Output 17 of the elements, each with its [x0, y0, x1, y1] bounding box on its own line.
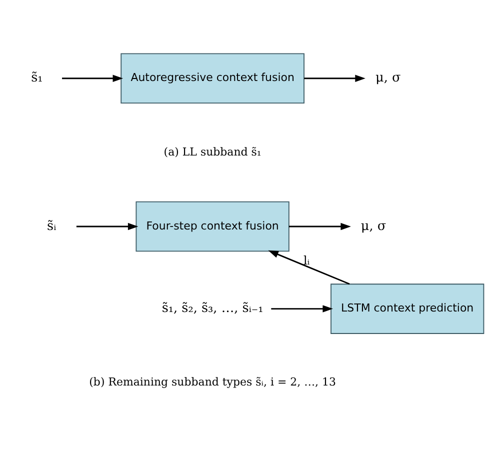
arrow	[288, 222, 351, 230]
edge-label: lᵢ	[303, 252, 310, 267]
arrow	[304, 74, 366, 82]
label: (b) Remaining subband types s̃ᵢ, i = 2, …, 13	[89, 375, 336, 388]
node-text: μ, σ	[360, 218, 386, 234]
node-text: μ, σ	[376, 70, 401, 86]
node-box: LSTM context prediction	[330, 283, 484, 334]
label: (a) LL subband s̃₁	[164, 144, 262, 158]
node-text: s̃₁	[31, 70, 43, 86]
node-text: s̃ᵢ	[47, 218, 56, 234]
node-box: Autoregressive context fusion	[120, 52, 304, 103]
arrow	[76, 222, 138, 230]
arrow	[271, 304, 333, 312]
arrow	[268, 250, 350, 284]
node-box: Four-step context fusion	[136, 200, 290, 252]
arrow	[62, 74, 124, 82]
node-text: s̃₁, s̃₂, s̃₃, …, s̃ᵢ₋₁	[162, 300, 264, 316]
